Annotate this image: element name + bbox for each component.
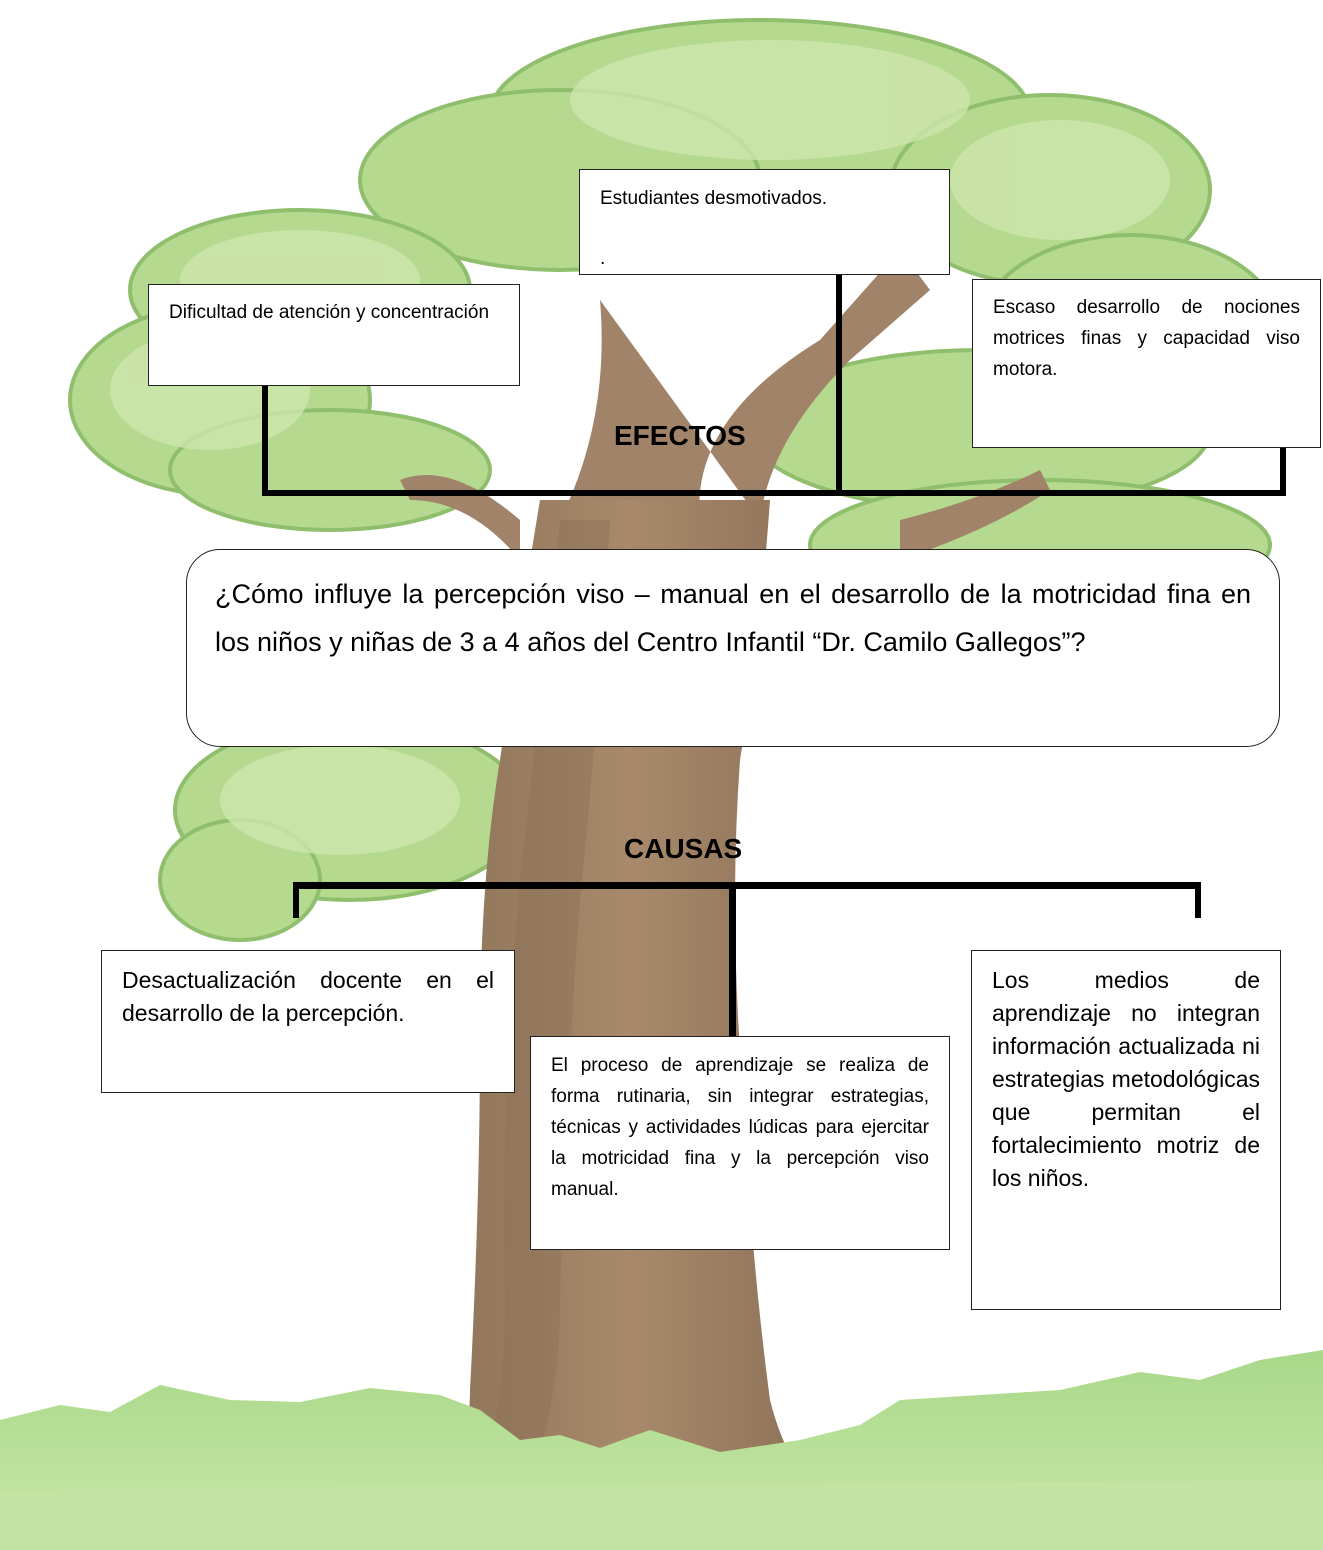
effect-box-3: Escaso desarrollo de nociones motrices f… [972, 279, 1321, 448]
effect-text-1: Dificultad de atención y concentración [169, 302, 490, 323]
effect-box-2: Estudiantes desmotivados. . [579, 169, 950, 275]
effects-horizontal-connector [262, 490, 1286, 496]
cause-2-connector [729, 882, 736, 1040]
effect-text-2-extra: . [600, 248, 606, 269]
effects-heading: EFECTOS [614, 420, 746, 451]
problem-statement: ¿Cómo influye la percepción viso – manua… [186, 549, 1280, 747]
tree-trunk [420, 500, 840, 1510]
causes-heading: CAUSAS [624, 833, 743, 864]
effect-3-connector [1280, 446, 1286, 496]
cause-1-connector [293, 882, 299, 918]
cause-3-connector [1195, 882, 1201, 918]
effect-2-connector [836, 274, 842, 496]
cause-box-2: El proceso de aprendizaje se realiza de … [530, 1036, 950, 1250]
cause-text-1: Desactualización docente en el desarroll… [122, 967, 494, 1026]
cause-box-3: Los medios de aprendizaje no integran in… [971, 950, 1281, 1310]
cause-text-2: El proceso de aprendizaje se realiza de … [551, 1055, 929, 1200]
effect-1-connector [262, 384, 268, 496]
cause-box-1: Desactualización docente en el desarroll… [101, 950, 515, 1093]
effect-text-3: Escaso desarrollo de nociones motrices f… [993, 297, 1300, 380]
effect-box-1: Dificultad de atención y concentración [148, 284, 520, 386]
effect-text-2: Estudiantes desmotivados. [600, 188, 828, 209]
grass-foreground [0, 1480, 1323, 1550]
tree-trunk-shadow [470, 520, 610, 1500]
causes-horizontal-connector [293, 882, 1201, 889]
cause-text-3: Los medios de aprendizaje no integran in… [992, 967, 1260, 1191]
